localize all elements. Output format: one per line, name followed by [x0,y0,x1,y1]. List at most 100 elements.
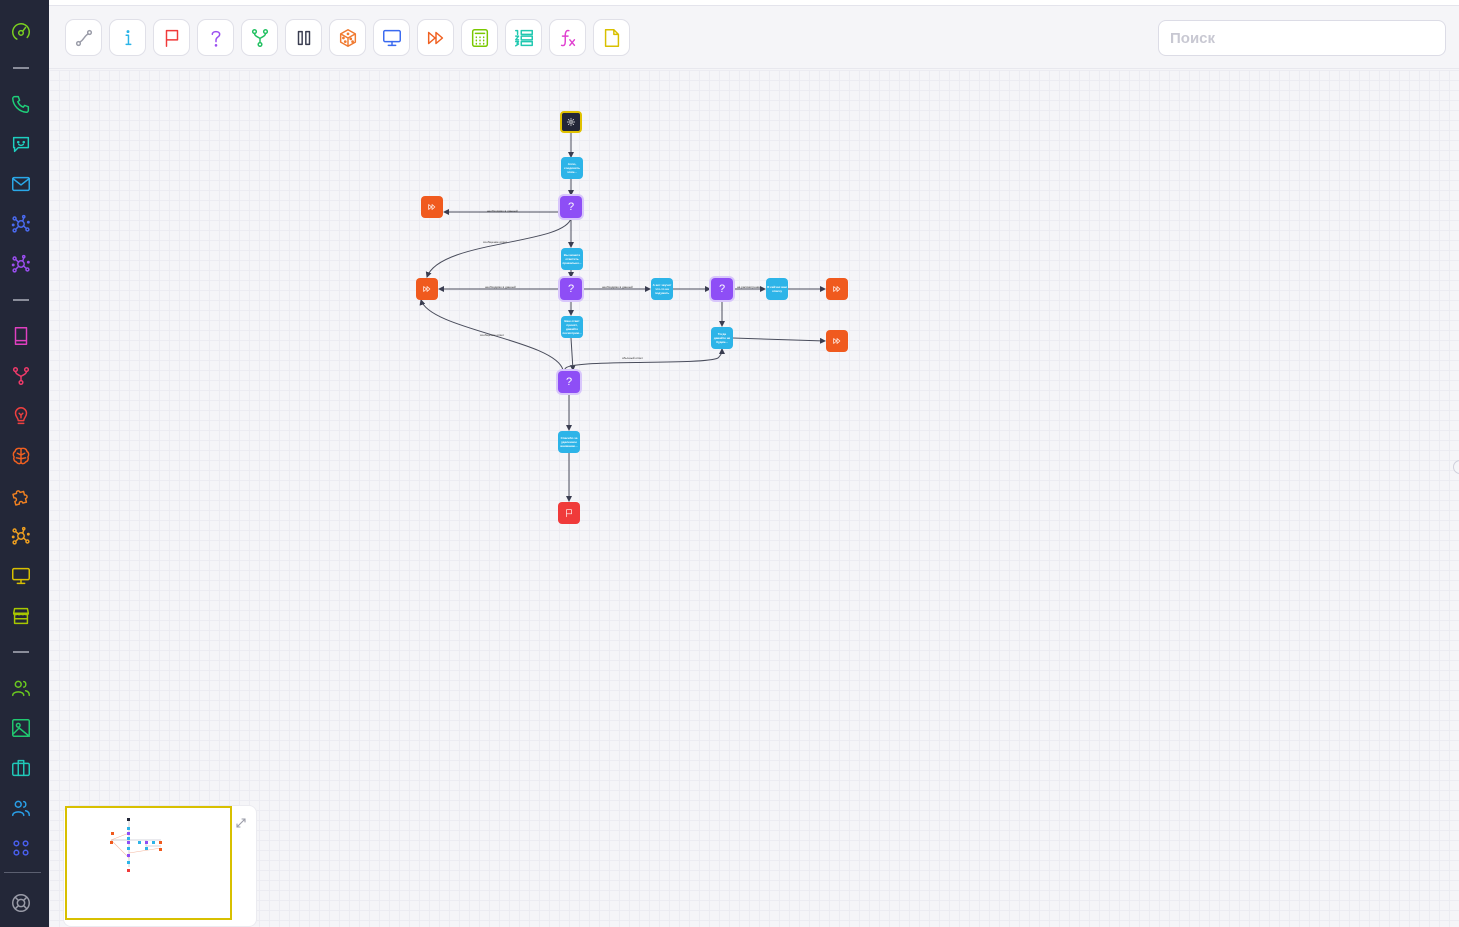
node-label: Ваш ответ принят, давайте посмотрим... [562,319,582,335]
sidebar-divider [4,872,41,873]
goto-node[interactable] [416,278,438,300]
minimap-viewport[interactable] [65,806,232,920]
info-tool-button[interactable] [109,19,146,56]
calculator-icon [471,28,488,47]
sidebar-item-puzzle[interactable] [9,484,33,508]
message-node[interactable]: Ваш ответ принят, давайте посмотрим... [561,316,583,338]
question-mark-icon: ? [567,283,575,295]
dashboard-icon [12,23,30,41]
sidebar-item-briefcase[interactable] [9,756,33,780]
sidebar-item-brain[interactable] [9,444,33,468]
goto-icon [428,204,436,210]
mail-icon [12,176,30,192]
lightbulb-icon [14,407,28,425]
minimap[interactable] [63,805,257,927]
expand-icon[interactable] [234,816,248,830]
sidebar-item-phone[interactable] [9,92,33,116]
team-icon [12,800,30,817]
question-node[interactable]: ? [560,278,582,300]
phone-icon [12,95,30,113]
chat-bot-icon [12,136,30,153]
function-tool-button[interactable] [549,19,586,56]
list-tool-button[interactable] [505,19,542,56]
branch-tool-button[interactable] [241,19,278,56]
sidebar-item-monitor[interactable] [9,564,33,588]
search-input[interactable] [1158,20,1446,56]
question-node[interactable]: ? [711,278,733,300]
sidebar-item-chat-bot[interactable] [9,132,33,156]
start-node[interactable] [560,111,582,133]
message-node[interactable]: Спасибо за уделенное внимание... [558,431,580,453]
image-icon [12,719,30,737]
sidebar-item-network-alt[interactable] [9,252,33,276]
sidebar-separator [13,651,29,653]
sidebar-item-dashboard[interactable] [9,20,33,44]
message-node[interactable]: Вы можете ответить правильно... [561,248,583,270]
goto-node[interactable] [826,278,848,300]
sidebar-item-support[interactable] [9,891,33,915]
goto-tool-button[interactable] [417,19,454,56]
node-label: Алло, соединить этим... [564,162,580,174]
message-node[interactable]: Тогда давайте не будем... [711,327,733,349]
sidebar-item-mail[interactable] [9,172,33,196]
sidebar-item-network[interactable] [9,212,33,236]
edge-label: на рассмотрение [737,285,761,289]
store-icon [12,607,30,625]
sidebar-item-image[interactable] [9,716,33,740]
message-node[interactable]: Я сейчас вам отвечу [766,278,788,300]
edge-label: необходимо в данный [485,285,516,289]
question-tool-button[interactable] [197,19,234,56]
hub-icon [11,526,30,545]
top-strip [49,0,1459,6]
sidebar-item-branch[interactable] [9,364,33,388]
flow-canvas[interactable] [49,70,1459,927]
pause-icon [297,30,310,45]
sidebar-item-lightbulb[interactable] [9,404,33,428]
sidebar-separator [13,67,29,69]
toolbar [49,7,1459,69]
goto-node[interactable] [421,196,443,218]
question-node[interactable]: ? [558,371,580,393]
node-label: Спасибо за уделенное внимание... [560,436,578,448]
sidebar-item-users[interactable] [9,676,33,700]
node-label: Тогда давайте не будем... [713,332,731,344]
edge-label: необходимо в данный [602,285,633,289]
message-node[interactable]: Алло, соединить этим... [561,157,583,179]
connector-icon [75,29,92,46]
function-icon [560,29,575,46]
sidebar-item-apps[interactable] [9,836,33,860]
branch-icon [251,28,268,47]
edge-label: сообщение ответ [480,333,505,337]
question-node[interactable]: ? [560,196,582,218]
flag-tool-button[interactable] [153,19,190,56]
question-mark-icon: ? [718,283,726,295]
calculator-tool-button[interactable] [461,19,498,56]
node-label: А вот звучит что-то на подумать [652,283,672,295]
sidebar-item-book[interactable] [9,324,33,348]
sidebar-item-store[interactable] [9,604,33,628]
sidebar-item-hub[interactable] [9,524,33,548]
sidebar-item-team[interactable] [9,796,33,820]
connector-tool-button[interactable] [65,19,102,56]
info-icon [124,29,131,45]
goto-icon [427,31,443,44]
puzzle-icon [12,490,28,506]
book-icon [14,327,28,345]
goto-node[interactable] [826,330,848,352]
pause-tool-button[interactable] [285,19,322,56]
node-label: Я сейчас вам отвечу [767,285,787,293]
end-node[interactable] [558,502,580,524]
sidebar-separator [13,299,29,301]
monitor-icon [12,567,30,585]
goto-icon [423,286,431,292]
sidebar [0,0,49,927]
brain-icon [12,447,30,465]
question-mark-icon: ? [567,201,575,213]
apps-icon [13,840,29,856]
message-node[interactable]: А вот звучит что-то на подумать [651,278,673,300]
note-tool-button[interactable] [593,19,630,56]
monitor-tool-button[interactable] [373,19,410,56]
dice-tool-button[interactable] [329,19,366,56]
branch-icon [12,367,30,385]
question-icon [211,30,220,47]
